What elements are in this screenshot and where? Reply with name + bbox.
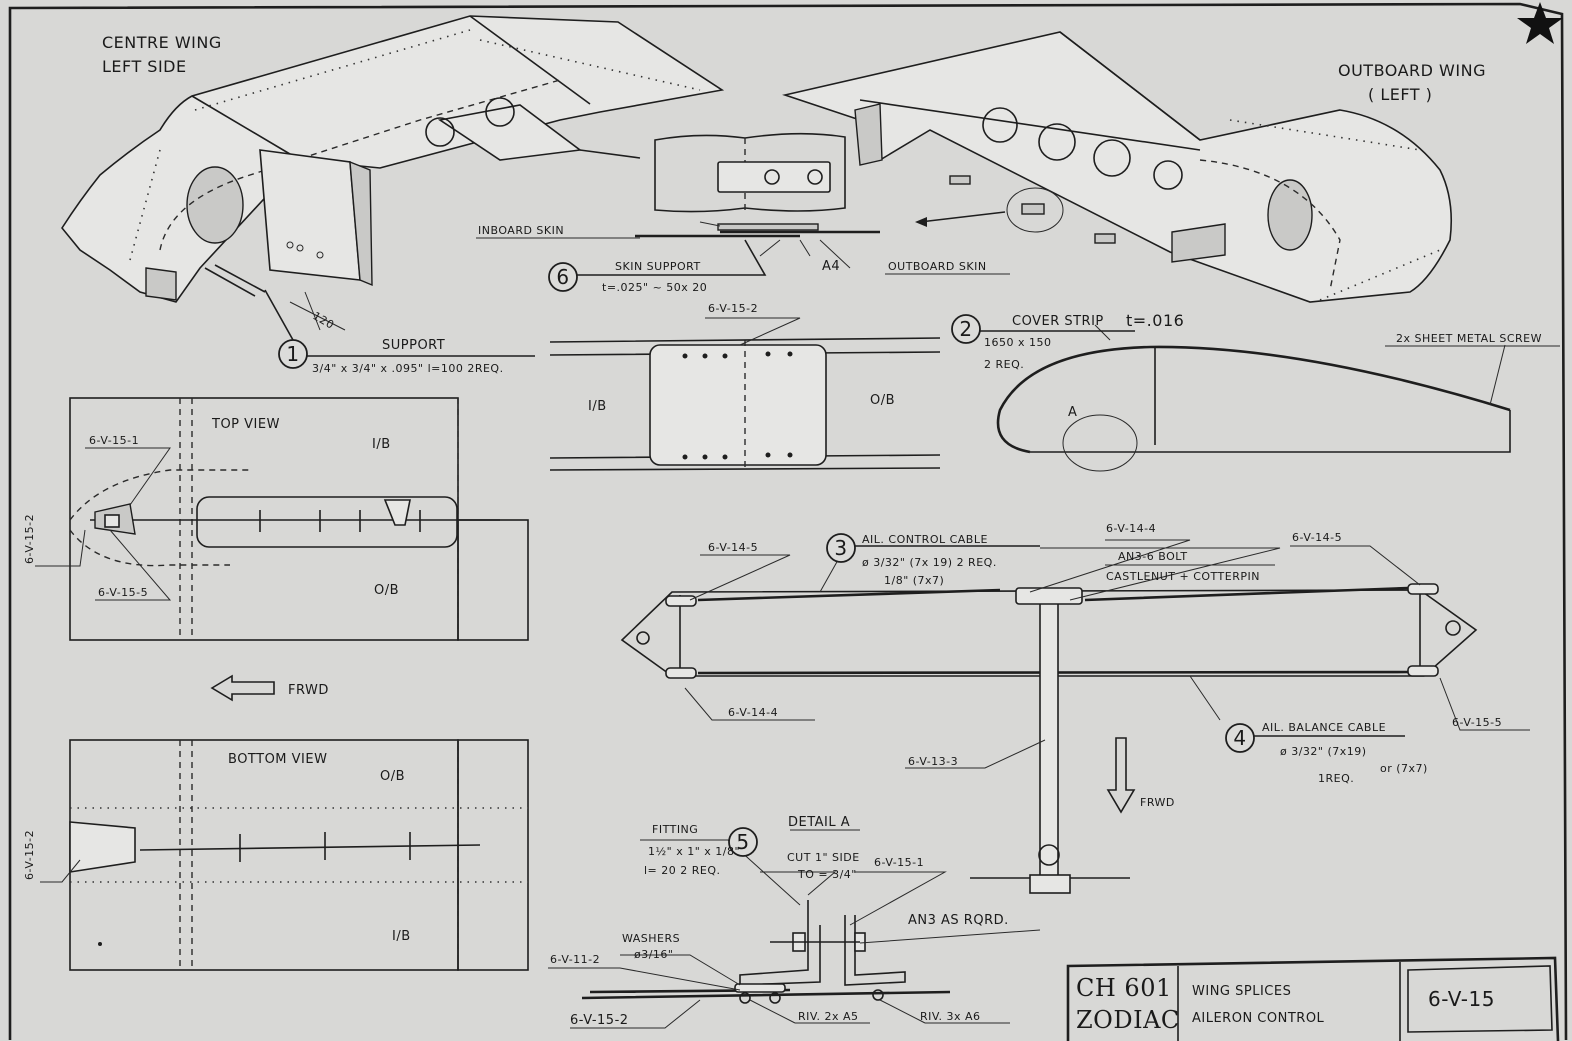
item-3-bubble	[826, 533, 856, 563]
airfoil-section	[996, 324, 1511, 472]
cover-strip-name: COVER STRIP	[1012, 314, 1104, 329]
cover-strip-thickness: t=.016	[1126, 311, 1184, 330]
skin-splice-detail	[635, 132, 880, 269]
washers-label: WASHERS	[622, 932, 680, 945]
castlenut-label: CASTLENUT + COTTERPIN	[1106, 570, 1260, 583]
fitting-qty: l= 20 2 REQ.	[644, 864, 721, 877]
part-14-4-top: 6-V-14-4	[1106, 522, 1156, 535]
cover-strip-size: 1650 x 150	[984, 336, 1052, 349]
item-3-number: 3	[834, 536, 847, 560]
centre-wing-title: CENTRE WING	[102, 33, 222, 52]
sheet-metal-screw-label: 2x SHEET METAL SCREW	[1396, 332, 1542, 345]
control-cable-spec: ø 3/32" (7x 19) 2 REQ.	[862, 556, 997, 569]
top-view-part-15-1: 6-V-15-1	[89, 434, 139, 447]
splice-outboard-label: O/B	[870, 393, 895, 408]
top-view-title: TOP VIEW	[211, 417, 280, 432]
model-line-1: CH 601	[1076, 974, 1172, 1002]
outboard-wing-subtitle: ( LEFT )	[1368, 85, 1432, 104]
title-block	[1066, 956, 1560, 1041]
support-name: SUPPORT	[382, 338, 445, 353]
title-line-2: AILERON CONTROL	[1192, 1011, 1325, 1026]
cover-strip-qty: 2 REQ.	[984, 358, 1024, 371]
detail-a-ref: A	[1068, 405, 1077, 420]
top-view-outboard: O/B	[374, 583, 399, 598]
support-spec: 3/4" x 3/4" x .095" l=100 2REQ.	[312, 362, 504, 375]
bottom-view	[40, 739, 529, 971]
skin-support-name: SKIN SUPPORT	[615, 260, 701, 273]
centre-wing-isometric	[61, 15, 725, 303]
balance-cable-alt: or (7x7)	[1380, 762, 1428, 775]
support-dimension: 120	[311, 309, 337, 332]
balance-cable-qty: 1REQ.	[1318, 772, 1354, 785]
dimension-lines	[289, 291, 346, 331]
bottom-view-part-15-2: 6-V-15-2	[23, 830, 36, 880]
balance-cable-name: AIL. BALANCE CABLE	[1262, 721, 1386, 734]
bottom-view-inboard: I/B	[392, 929, 411, 944]
splice-part-label: 6-V-15-2	[708, 302, 758, 315]
an3-bolt-label: AN3 AS RQRD.	[908, 913, 1009, 928]
title-line-1: WING SPLICES	[1192, 984, 1291, 999]
top-view	[35, 397, 529, 641]
detail-part-15-2: 6-V-15-2	[570, 1013, 629, 1028]
item-5-bubble	[728, 827, 758, 857]
item-1-leader	[264, 289, 535, 357]
rivet-a4-label: A4	[822, 259, 840, 274]
item-5-number: 5	[736, 830, 749, 854]
outboard-skin-label: OUTBOARD SKIN	[888, 260, 987, 273]
fitting-spec: 1½" x 1" x 1/8"	[648, 845, 740, 858]
inboard-skin-label: INBOARD SKIN	[478, 224, 564, 237]
detail-part-11-2: 6-V-11-2	[550, 953, 600, 966]
cut-note-1: CUT 1" SIDE	[787, 851, 860, 864]
item-1-number: 1	[286, 342, 299, 366]
outboard-wing-isometric	[782, 31, 1453, 303]
drawing-number: 6-V-15	[1428, 987, 1495, 1011]
part-14-5-left: 6-V-14-5	[708, 541, 758, 554]
balance-cable-spec: ø 3/32" (7x19)	[1280, 745, 1367, 758]
aileron-control-assembly	[620, 539, 1530, 894]
item-4-bubble	[1225, 723, 1255, 753]
top-view-part-15-2: 6-V-15-2	[23, 514, 36, 564]
bottom-view-outboard: O/B	[380, 769, 405, 784]
item-6-number: 6	[556, 265, 569, 289]
splice-plan-view	[549, 317, 941, 471]
item-4-number: 4	[1233, 726, 1246, 750]
rivets-a5-label: RIV. 2x A5	[798, 1010, 859, 1023]
item-6-leader	[577, 239, 767, 276]
control-cable-alt: 1/8" (7x7)	[884, 574, 944, 587]
star-mark	[1517, 2, 1563, 44]
detail-a-title: DETAIL A	[788, 815, 850, 830]
fitting-label: FITTING	[652, 823, 698, 836]
item-6-bubble	[548, 262, 578, 292]
model-line-2: ZODIAC	[1076, 1006, 1180, 1034]
top-view-inboard: I/B	[372, 437, 391, 452]
top-view-part-15-5: 6-V-15-5	[98, 586, 148, 599]
frwd-left-arrow-icon	[210, 674, 275, 702]
sheet-border	[8, 2, 1568, 1041]
skin-support-spec: t=.025" ~ 50x 20	[602, 281, 707, 294]
detail-a-section	[548, 829, 1041, 1029]
item-2-number: 2	[959, 317, 972, 341]
frwd-left-label: FRWD	[288, 683, 329, 698]
control-cable-name: AIL. CONTROL CABLE	[862, 533, 988, 546]
rivets-a6-label: RIV. 3x A6	[920, 1010, 981, 1023]
frwd-down-arrow-icon	[1106, 737, 1136, 814]
part-14-5-right: 6-V-14-5	[1292, 531, 1342, 544]
cut-note-2: TO = 3/4"	[797, 868, 857, 881]
bolt-label: AN3-6 BOLT	[1118, 550, 1188, 563]
frwd-down-label: FRWD	[1140, 796, 1175, 809]
washer-size: ø3/16"	[634, 948, 674, 961]
item-2-bubble	[951, 314, 981, 344]
part-13-3: 6-V-13-3	[908, 755, 958, 768]
part-15-5: 6-V-15-5	[1452, 716, 1502, 729]
detail-part-15-1: 6-V-15-1	[874, 856, 924, 869]
splice-inboard-label: I/B	[588, 399, 607, 414]
centre-wing-subtitle: LEFT SIDE	[102, 57, 187, 76]
outboard-wing-title: OUTBOARD WING	[1338, 61, 1486, 80]
part-14-4-bottom: 6-V-14-4	[728, 706, 778, 719]
bottom-view-title: BOTTOM VIEW	[228, 752, 327, 767]
